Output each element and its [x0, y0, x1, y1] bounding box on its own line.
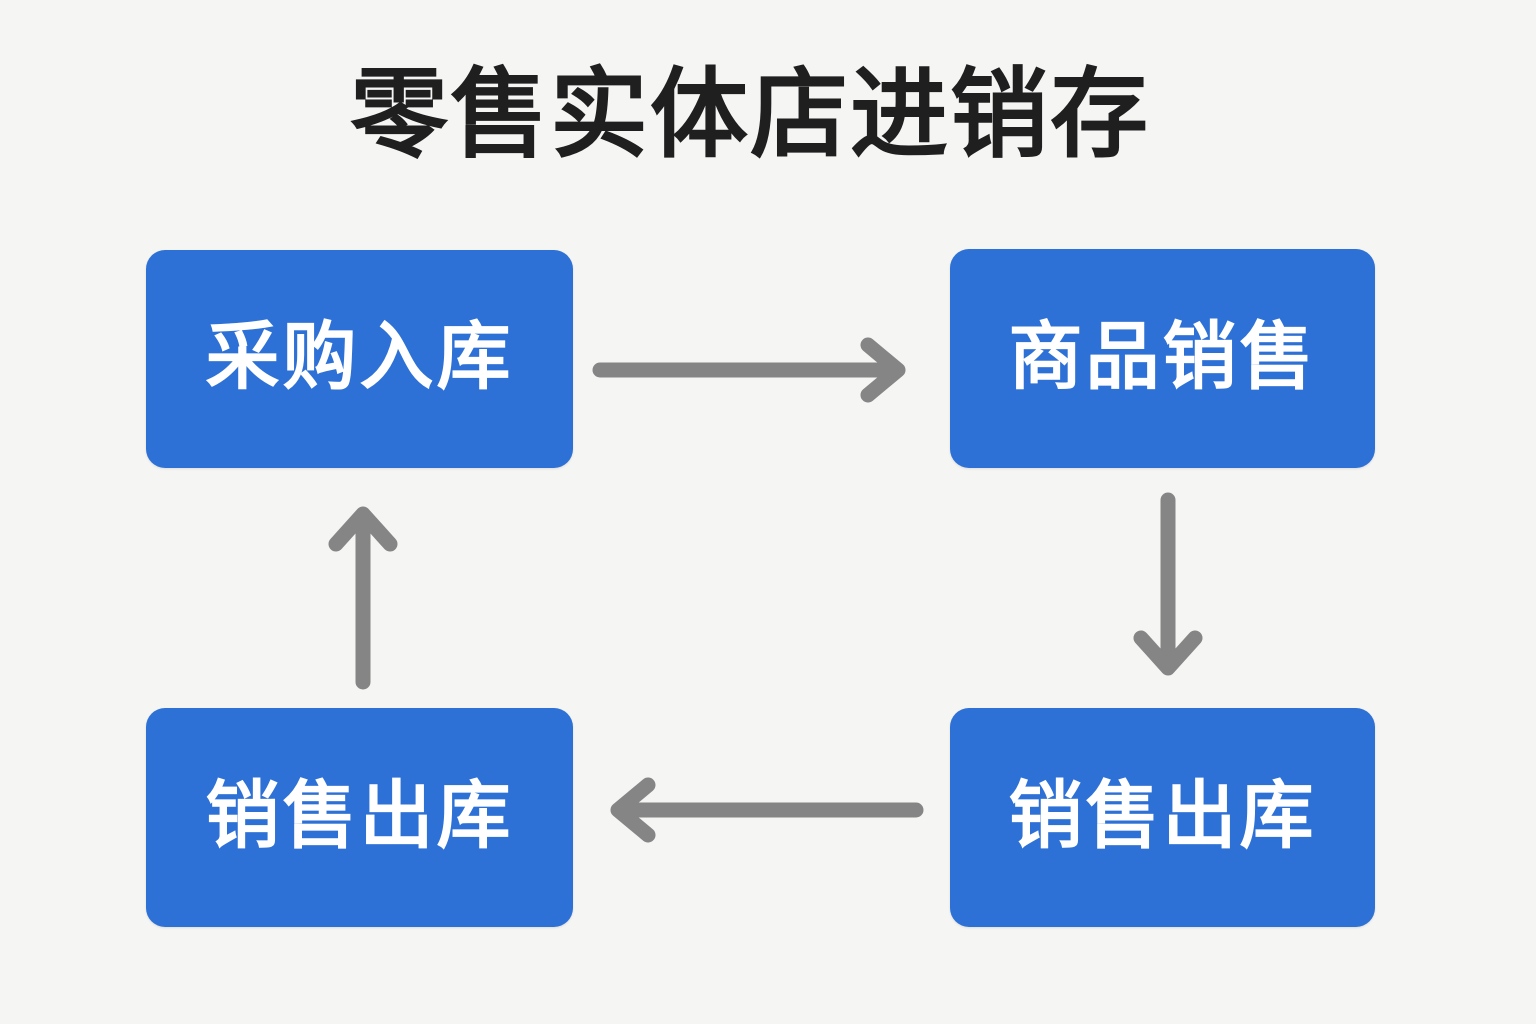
node-product-sale[interactable]: 商品销售	[950, 249, 1375, 468]
arrow-down-icon	[1133, 492, 1203, 676]
node-label: 销售出库	[205, 773, 514, 857]
node-label: 商品销售	[1008, 314, 1317, 398]
node-sales-out-right[interactable]: 销售出库	[950, 708, 1375, 927]
node-sales-out-left[interactable]: 销售出库	[146, 708, 573, 927]
node-purchase-in[interactable]: 采购入库	[146, 250, 573, 468]
page-title: 零售实体店进销存	[349, 59, 1150, 169]
arrow-right-icon	[592, 337, 906, 403]
node-label: 采购入库	[205, 315, 514, 398]
arrow-left-icon	[610, 777, 924, 843]
node-label: 销售出库	[1008, 773, 1317, 857]
arrow-up-icon	[328, 506, 398, 690]
